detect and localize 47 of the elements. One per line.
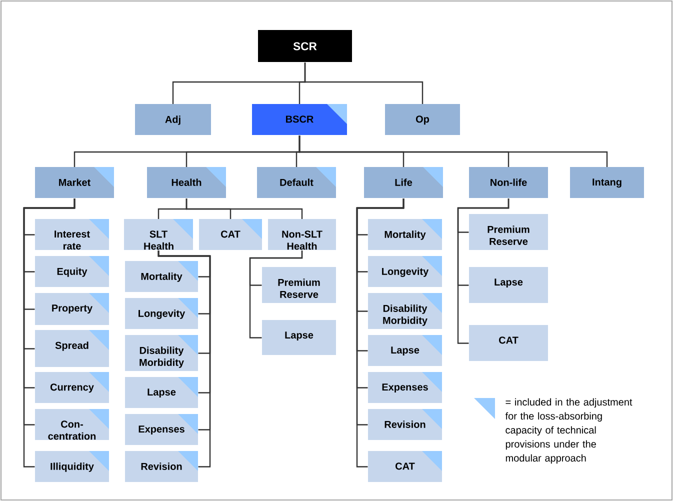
risk-module-box: CAT <box>368 451 442 482</box>
risk-module-box: Disability Morbidity <box>125 335 198 371</box>
risk-module-box: Lapse <box>469 267 548 303</box>
risk-module-box: Mortality <box>368 219 442 250</box>
risk-module-box: Life <box>364 167 443 198</box>
risk-module-box: Longevity <box>368 256 442 287</box>
risk-module-box: BSCR <box>252 104 347 135</box>
connector-line <box>304 62 424 104</box>
legend-text: = included in the adjustment for the loss-absorbing capacity of technical provisions under the modular approach <box>505 398 632 464</box>
risk-module-box: Mortality <box>125 261 198 292</box>
risk-module-box: Default <box>257 167 336 198</box>
connector-line <box>457 198 510 344</box>
risk-module-box: Longevity <box>125 298 198 329</box>
risk-module-box: Non-life <box>469 167 548 198</box>
connector-line <box>23 198 76 468</box>
connector-line <box>298 136 608 167</box>
risk-module-box: CAT <box>469 325 548 361</box>
risk-module-box: Premium Reserve <box>262 267 336 303</box>
risk-module-box: CAT <box>199 219 262 250</box>
connector-line <box>158 250 211 468</box>
risk-module-box: Op <box>385 104 460 135</box>
risk-module-box: Currency <box>35 372 109 403</box>
risk-module-box: Expenses <box>368 372 442 403</box>
risk-module-box: Property <box>35 293 109 325</box>
connector-line <box>356 198 404 468</box>
risk-module-box: Interest rate <box>35 219 109 250</box>
risk-module-box: Adj <box>135 104 211 135</box>
risk-module-box: Lapse <box>368 335 442 366</box>
risk-module-box: Health <box>147 167 226 198</box>
risk-module-box: Revision <box>125 451 198 482</box>
risk-module-box: Intang <box>570 167 644 198</box>
risk-module-box: Lapse <box>262 320 336 355</box>
risk-module-box: Illiquidity <box>35 451 109 482</box>
risk-module-box: Spread <box>35 330 109 367</box>
risk-module-box: Expenses <box>125 414 198 445</box>
risk-module-box: SLT Health <box>124 219 193 250</box>
risk-module-box: Equity <box>35 256 109 287</box>
risk-module-box: Premium Reserve <box>469 214 548 250</box>
connector-line <box>249 250 303 338</box>
risk-module-box: Market <box>35 167 114 198</box>
risk-module-box: Con-centration <box>35 409 109 440</box>
risk-module-box: Lapse <box>125 377 198 408</box>
risk-module-box: Revision <box>368 409 442 440</box>
total-box: SCR <box>258 30 352 62</box>
risk-module-box: Non-SLT Health <box>268 219 336 250</box>
risk-module-box: Disability Morbidity <box>368 293 442 329</box>
connector-line <box>186 198 303 219</box>
